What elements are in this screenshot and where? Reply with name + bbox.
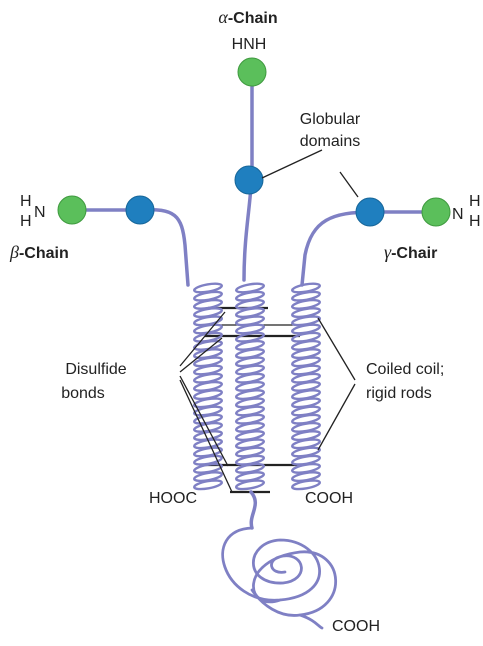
pointer-lines [179,149,359,493]
hooc-left-label: HOOC [149,490,197,507]
beta-chain-strand [70,207,190,287]
alpha-tail-strand [249,490,257,530]
coil-turn [192,479,224,491]
alpha-chain-title: α-Chain [218,7,277,27]
globular-label-line2: domains [300,133,360,150]
disulfide-pointer-top [179,311,226,367]
coil-turn [290,479,322,491]
beta-h-top: H [20,193,32,210]
gamma-globular-domain [355,197,385,227]
globular-pointer-alpha [261,149,323,179]
beta-n-terminal-globule [57,195,87,225]
cooh-right-label: COOH [305,490,353,507]
coiled-pointer-bottom [317,383,356,451]
globular-domains [57,57,451,227]
beta-coil [192,282,224,491]
coiled-pointer-top [317,317,356,381]
beta-n-label: N [34,204,46,221]
beta-chain-title: β-Chain [9,242,69,262]
alpha-n-terminal-globule [237,57,267,87]
gamma-h-top: H [469,193,481,210]
disulfide-pointer-upper [179,337,223,373]
alpha-n-terminus-label: HNH [232,36,267,53]
alpha-globular-domain [234,165,264,195]
gamma-chain-title: γ-Chair [384,242,437,262]
gamma-coil [290,282,322,491]
disulfide-label-line1: Disulfide [65,361,126,378]
gamma-h-bottom: H [469,213,481,230]
gamma-n-terminal-globule [421,197,451,227]
coiled-coil-rods [192,282,322,491]
alpha-coil [234,282,266,491]
disulfide-pointer-bottom [179,379,233,493]
gamma-n-label: N [452,206,464,223]
globular-label-line1: Globular [300,111,361,128]
beta-globular-domain [125,195,155,225]
cooh-bottom-label: COOH [332,618,380,635]
disulfide-label-line2: bonds [61,385,105,402]
disulfide-pointer-lower [179,375,229,467]
coiled-label-line1: Coiled coil; [366,361,444,378]
coil-turn [234,479,266,491]
chain-strands [70,73,447,630]
alpha-c-terminal-knot [221,526,337,630]
beta-h-bottom: H [20,213,32,230]
globular-pointer-gamma [339,171,359,198]
coiled-label-line2: rigid rods [366,385,432,402]
